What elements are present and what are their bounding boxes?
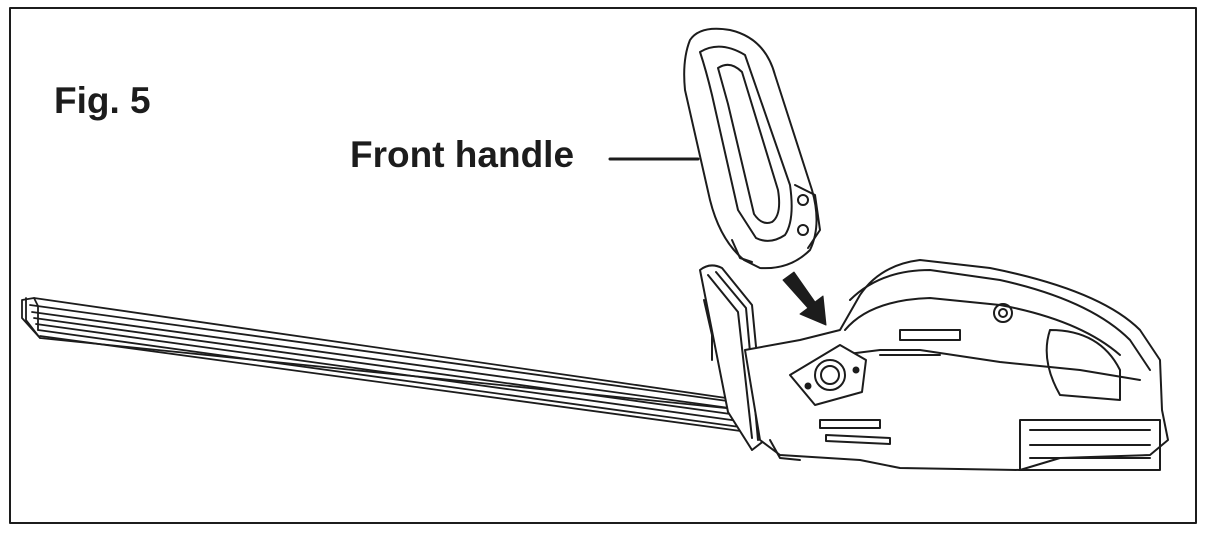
direction-arrow (782, 271, 827, 326)
trimmer-body (744, 259, 1169, 471)
handle-mount (789, 344, 867, 406)
hand-guard (699, 264, 766, 451)
callout-label-front-handle: Front handle (350, 134, 575, 175)
cutting-blade (21, 297, 749, 433)
figure-label: Fig. 5 (54, 80, 151, 121)
front-handle-part (683, 27, 821, 270)
figure-frame (9, 7, 1197, 524)
